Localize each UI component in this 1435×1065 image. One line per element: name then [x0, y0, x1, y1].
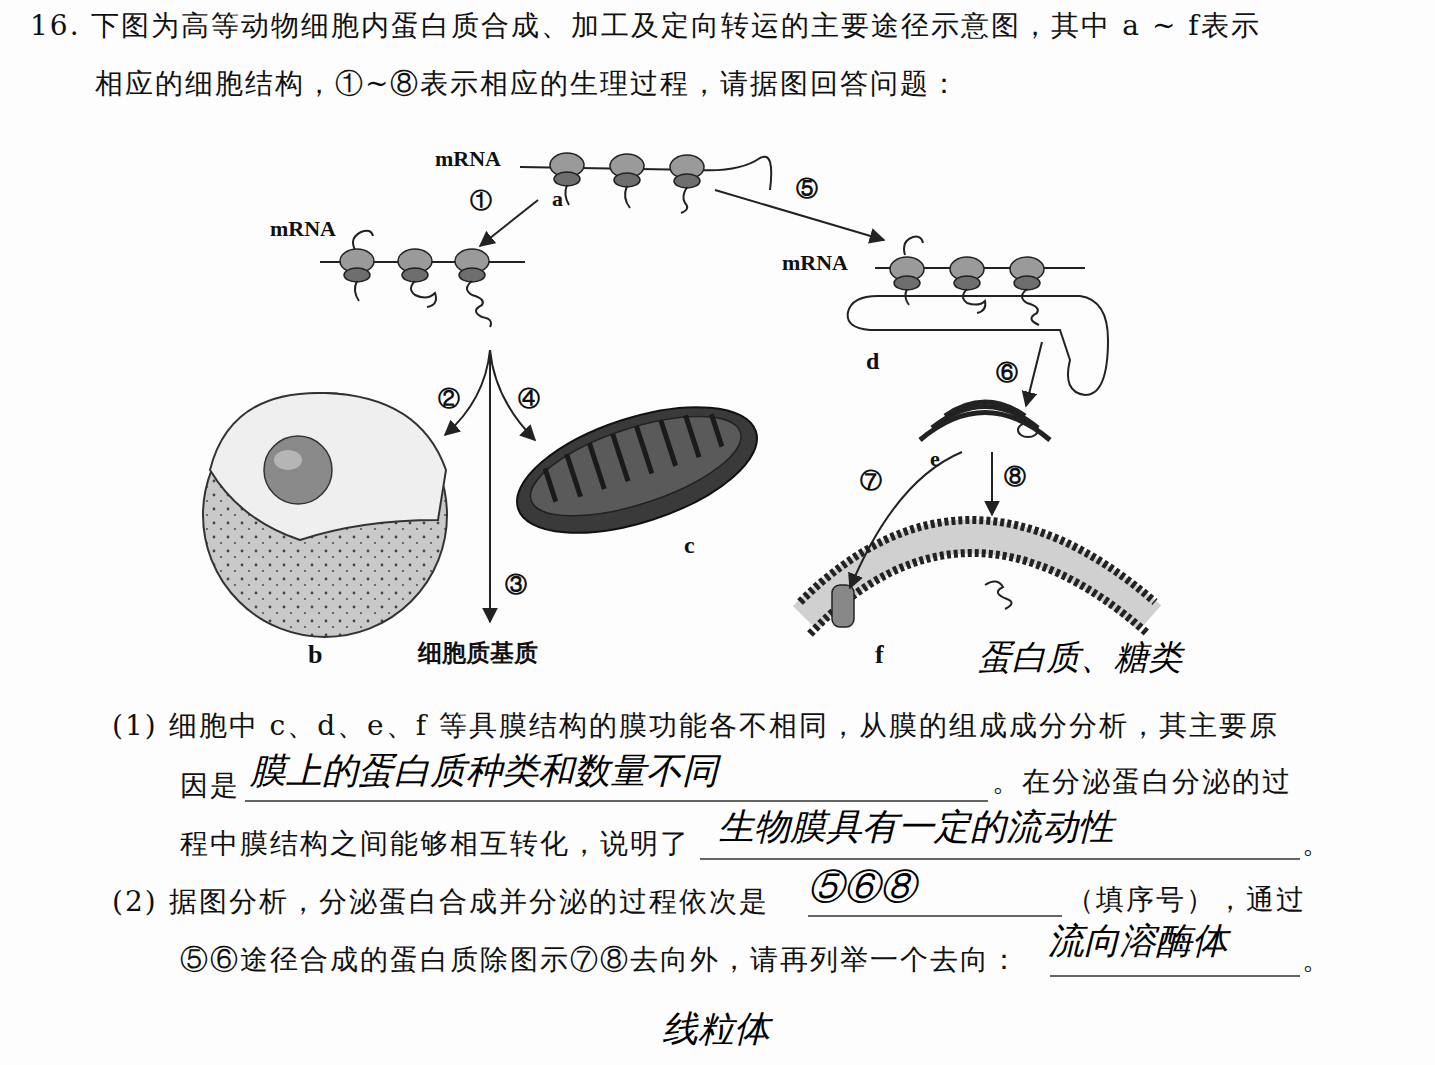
peptide-chain — [681, 187, 687, 213]
part-label: ⑥ — [996, 360, 1018, 385]
part-label: ③ — [505, 572, 527, 597]
nucleus-cutaway — [210, 393, 446, 540]
ribosome — [1010, 257, 1044, 290]
part-label: ① — [470, 188, 492, 213]
ribosome — [340, 249, 374, 282]
part-label: mRNA — [782, 250, 848, 275]
ribosome — [398, 249, 432, 282]
ribosome — [670, 155, 704, 188]
handwritten-answer: 流向溶酶体 — [1048, 920, 1228, 961]
part-label: ⑤ — [796, 176, 818, 201]
question-text: 相应的细胞结构，①~⑧表示相应的生理过程，请据图回答问题： — [95, 68, 960, 100]
handwritten-answer: 生物膜具有一定的流动性 — [718, 806, 1114, 847]
mitochondrion-inner — [519, 396, 752, 536]
part-label: c — [684, 532, 695, 560]
question-text: (1) 细胞中 c、d、e、f 等具膜结构的膜功能各不相同，从膜的组成成分分析，… — [112, 710, 1279, 742]
peptide-chain — [467, 281, 491, 327]
handwritten-answer: 膜上的蛋白质种类和数量不同 — [250, 750, 718, 791]
part-label: mRNA — [435, 146, 501, 171]
part-label: 细胞质基质 — [418, 640, 538, 668]
part-label: f — [875, 640, 884, 670]
golgi-cisterna — [945, 402, 1025, 416]
peptide-chain — [565, 185, 569, 205]
ribosome — [455, 249, 489, 282]
nucleolus — [264, 436, 332, 504]
peptide-chain — [355, 281, 359, 301]
cristae — [541, 403, 723, 505]
handwritten-answer: ⑤⑥⑧ — [808, 866, 916, 907]
ribosome — [550, 153, 584, 186]
peptide-chain — [625, 186, 630, 208]
question-text: 程中膜结构之间能够相互转化，说明了 — [180, 828, 690, 860]
vesicle — [1018, 423, 1038, 437]
ribosome — [890, 257, 924, 290]
peptide-chain — [905, 289, 909, 305]
mitochondrion — [502, 382, 772, 558]
question-text: 。在分泌蛋白分泌的过 — [992, 766, 1292, 798]
process-arrow — [1026, 342, 1042, 406]
golgi-cisterna — [920, 413, 1050, 441]
part-label: ⑦ — [860, 468, 882, 493]
process-arrow — [489, 350, 491, 622]
secreted-protein — [985, 581, 1012, 609]
question-text: 16. 下图为高等动物细胞内蛋白质合成、加工及定向转运的主要途径示意图，其中 a… — [30, 10, 1261, 42]
part-label: a — [552, 186, 563, 211]
part-label: mRNA — [270, 216, 336, 241]
question-text: 。 — [1302, 944, 1332, 976]
question-text: （填序号），通过 — [1066, 884, 1306, 916]
question-text: 。 — [1302, 828, 1332, 860]
part-label: ④ — [518, 386, 540, 411]
part-label: e — [930, 446, 940, 471]
membrane-protein — [832, 585, 854, 627]
part-label: d — [866, 348, 879, 376]
nucleolus-highlight — [274, 450, 302, 470]
question-text: (2) 据图分析，分泌蛋白合成并分泌的过程依次是 — [112, 886, 769, 918]
part-label: ② — [438, 386, 460, 411]
question-text: ⑤⑥途径合成的蛋白质除图示⑦⑧去向外，请再列举一个去向： — [180, 944, 1020, 976]
peptide-chain — [963, 289, 985, 313]
ribosome — [610, 154, 644, 187]
handwritten-answer: 蛋白质、糖类 — [978, 638, 1182, 677]
handwritten-answer: 线粒体 — [662, 1008, 770, 1049]
process-arrow — [850, 452, 962, 588]
lipid-bilayer — [805, 537, 1150, 619]
peptide-chain — [1022, 289, 1039, 325]
er-membrane — [848, 296, 1108, 395]
question-text: 因是 — [180, 770, 240, 802]
part-label: ⑧ — [1004, 464, 1026, 489]
part-label: b — [308, 640, 322, 670]
process-arrow — [991, 452, 993, 515]
ribosome — [950, 257, 984, 290]
peptide-chain — [411, 281, 436, 307]
nucleus — [203, 393, 447, 637]
